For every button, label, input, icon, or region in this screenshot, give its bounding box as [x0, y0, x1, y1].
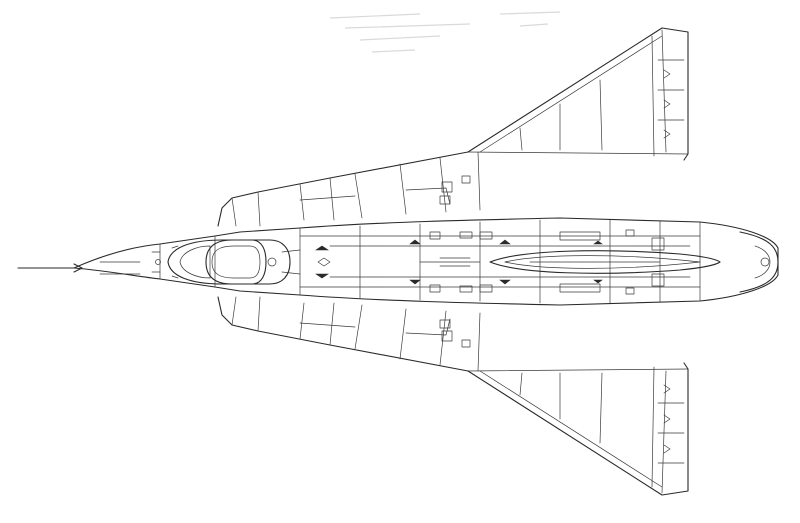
fuselage [73, 217, 779, 306]
upper-wing [467, 27, 689, 161]
lower-wing [467, 362, 689, 496]
upper-inner-wing [217, 151, 481, 227]
nose-pitot [17, 251, 161, 275]
lower-inner-wing [217, 296, 481, 372]
bleed-through-marks [329, 11, 561, 53]
fuselage-dorsal-fairing [419, 250, 721, 274]
cockpit-canopy [167, 239, 301, 285]
fuselage-detail-marks [315, 195, 665, 329]
